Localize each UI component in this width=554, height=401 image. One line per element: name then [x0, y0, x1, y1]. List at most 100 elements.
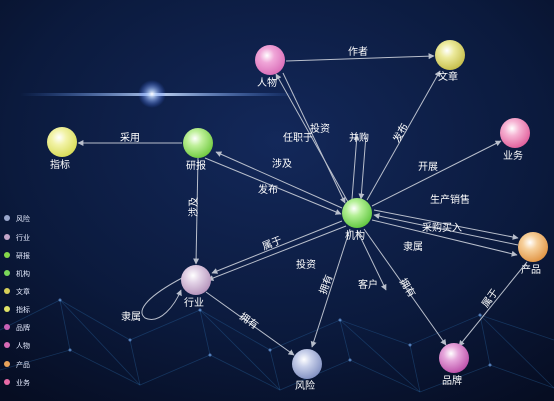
- legend-swatch: [4, 270, 10, 276]
- legend-item[interactable]: 人物: [4, 341, 30, 350]
- edge-label-invest-org: 投资: [296, 258, 316, 271]
- node-indicator[interactable]: 指标: [47, 127, 77, 171]
- node-research-circle[interactable]: [183, 128, 213, 158]
- node-product[interactable]: 产品: [518, 232, 548, 276]
- edge-label-customer: 客户: [358, 278, 378, 291]
- node-industry-circle[interactable]: [181, 265, 211, 295]
- edge-involve: [215, 151, 343, 209]
- node-org-circle[interactable]: [342, 198, 372, 228]
- edge-belong-to: [371, 219, 518, 257]
- legend-swatch: [4, 361, 10, 367]
- edge-purchase: [373, 213, 519, 246]
- edge-label-author: 作者: [348, 46, 368, 58]
- node-indicator-label: 指标: [50, 158, 70, 171]
- edge-acquire-1: [351, 134, 360, 200]
- legend-swatch: [4, 379, 10, 385]
- node-business-label: 业务: [503, 149, 523, 162]
- edge-produce-sell: [373, 209, 519, 240]
- node-brand[interactable]: 品牌: [439, 343, 469, 387]
- edge-author: [285, 53, 435, 62]
- legend-label: 机构: [16, 269, 30, 278]
- edge-label-involve: 涉及: [272, 157, 292, 170]
- legend-item[interactable]: 业务: [4, 378, 30, 387]
- legend-item[interactable]: 机构: [4, 269, 30, 278]
- edge-label-develop: 开展: [418, 161, 438, 173]
- background-mesh-dots: [58, 298, 492, 367]
- node-org-label: 机构: [345, 229, 365, 242]
- edge-label-invest-person: 投资: [310, 122, 330, 135]
- node-business-circle[interactable]: [500, 118, 530, 148]
- legend-item[interactable]: 文章: [4, 287, 30, 296]
- edge-label-employed: 任职于: [283, 131, 313, 144]
- edge-publish-report: [204, 157, 342, 215]
- edge-customer: [356, 229, 387, 291]
- edges: [77, 53, 528, 356]
- legend-label: 人物: [16, 341, 30, 350]
- legend-label: 品牌: [16, 323, 30, 332]
- legend-swatch: [4, 215, 10, 221]
- node-risk-label: 风险: [295, 379, 315, 392]
- edge-labels: 作者 采用 投资 任职于 并购 发布 涉及 发布 开展 生产销售 采购买入 隶属…: [120, 46, 501, 332]
- node-risk-circle[interactable]: [292, 349, 322, 379]
- legend-label: 风险: [16, 214, 30, 223]
- legend-item[interactable]: 行业: [4, 233, 30, 242]
- node-person-label: 人物: [257, 76, 277, 89]
- legend: 风险 行业 研报 机构 文章 指标 品牌 人物 产品 业务: [4, 214, 30, 387]
- edge-label-produce-sell: 生产销售: [430, 193, 470, 206]
- legend-swatch: [4, 234, 10, 240]
- legend-item[interactable]: 风险: [4, 214, 30, 223]
- node-product-label: 产品: [521, 263, 541, 276]
- node-business[interactable]: 业务: [500, 118, 530, 162]
- edge-label-adopt: 采用: [120, 132, 140, 144]
- legend-item[interactable]: 研报: [4, 251, 30, 260]
- edge-label-purchase: 采购买入: [422, 221, 462, 234]
- edge-develop: [371, 140, 502, 207]
- legend-label: 产品: [16, 360, 30, 369]
- node-industry-label: 行业: [184, 296, 204, 309]
- nodes: 人物 文章 指标 研报 业务 机构 产品 行业: [47, 40, 548, 392]
- node-article-label: 文章: [438, 70, 458, 83]
- legend-label: 行业: [16, 233, 30, 242]
- node-person[interactable]: 人物: [255, 45, 285, 89]
- legend-swatch: [4, 306, 10, 312]
- node-risk[interactable]: 风险: [292, 349, 322, 392]
- node-org[interactable]: 机构: [342, 198, 372, 242]
- node-indicator-circle[interactable]: [47, 127, 77, 157]
- legend-item[interactable]: 品牌: [4, 323, 30, 332]
- edge-publish-article: [366, 70, 441, 201]
- node-person-circle[interactable]: [255, 45, 285, 75]
- node-research-label: 研报: [186, 159, 206, 172]
- node-product-circle[interactable]: [518, 232, 548, 262]
- edge-has-brand: [363, 228, 447, 346]
- node-article[interactable]: 文章: [435, 40, 465, 83]
- lens-flare: [20, 80, 300, 108]
- edge-label-acquire: 并购: [349, 131, 369, 144]
- legend-item[interactable]: 指标: [4, 305, 30, 314]
- edge-label-belong-to: 隶属: [403, 240, 423, 253]
- edge-acquire-2: [358, 134, 367, 200]
- edge-industry-sub: [141, 277, 183, 320]
- node-research[interactable]: 研报: [183, 128, 213, 172]
- legend-swatch: [4, 342, 10, 348]
- node-article-circle[interactable]: [435, 40, 465, 70]
- edge-has-risk: [310, 228, 351, 348]
- edge-invest-org: [207, 225, 347, 281]
- legend-label: 业务: [16, 378, 30, 387]
- legend-swatch: [4, 288, 10, 294]
- edge-invest-person: [282, 72, 346, 204]
- legend-label: 研报: [16, 251, 30, 260]
- legend-label: 文章: [16, 287, 30, 296]
- legend-item[interactable]: 产品: [4, 360, 30, 369]
- edge-product-belong: [458, 261, 528, 347]
- legend-swatch: [4, 324, 10, 330]
- edge-org-belong-industry: [211, 220, 343, 274]
- node-industry[interactable]: 行业: [181, 265, 211, 309]
- edge-industry-has-risk: [205, 291, 295, 356]
- node-brand-circle[interactable]: [439, 343, 469, 373]
- edge-label-industry-sub: 隶属: [121, 310, 141, 323]
- edge-research-involve: [193, 157, 200, 265]
- node-brand-label: 品牌: [442, 374, 462, 387]
- edge-label-research-involve: 涉及: [187, 197, 200, 217]
